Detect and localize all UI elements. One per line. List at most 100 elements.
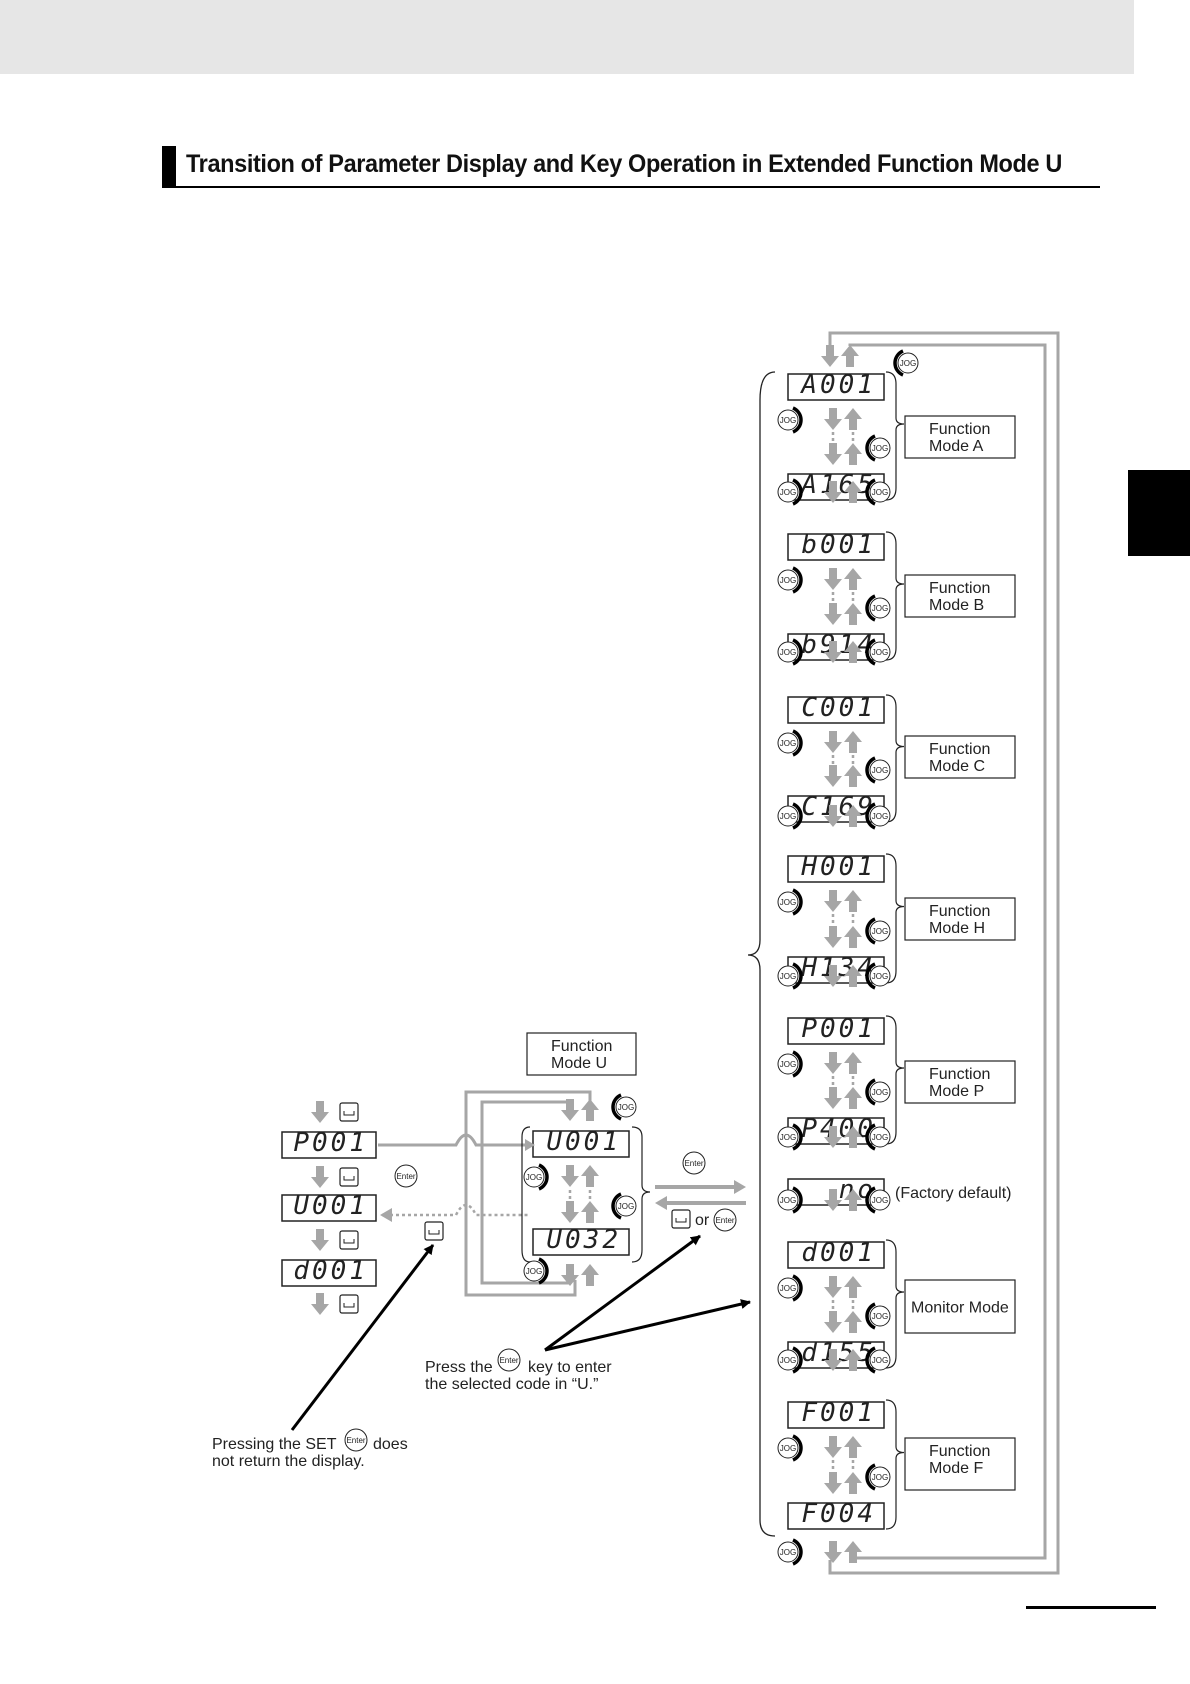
jog-arc xyxy=(865,1078,876,1106)
up-arrow xyxy=(844,1052,862,1074)
up-arrow xyxy=(581,1165,599,1187)
lcd-frame xyxy=(281,1194,377,1222)
up-arrow xyxy=(844,1189,862,1211)
lcd-value: d001 xyxy=(801,1238,876,1268)
jog-circle xyxy=(777,1277,799,1299)
mode-key-icon xyxy=(339,1230,359,1250)
jog-label: JOG xyxy=(872,1088,888,1097)
note-pressing-set: not return the display. xyxy=(212,1453,365,1470)
note-pressing-set: does xyxy=(373,1436,408,1453)
down-arrow xyxy=(311,1166,329,1188)
jog-label: JOG xyxy=(872,604,888,613)
jog-label: JOG xyxy=(872,1196,888,1205)
down-arrow xyxy=(824,603,842,625)
lcd-display: A001 xyxy=(787,370,885,401)
jog-key-icon: JOG xyxy=(865,756,891,784)
jog-circle xyxy=(869,1305,891,1327)
jog-key-icon: JOG xyxy=(777,478,803,506)
jog-arc xyxy=(865,1186,876,1214)
jog-arc xyxy=(792,802,803,830)
jog-label: JOG xyxy=(780,812,796,821)
jog-label: JOG xyxy=(780,1356,796,1365)
jog-circle xyxy=(869,965,891,987)
lcd-display: b001 xyxy=(787,530,885,561)
jog-circle xyxy=(615,1195,637,1217)
label-frame xyxy=(904,1437,1016,1491)
jog-arc xyxy=(865,1302,876,1330)
up-arrow xyxy=(581,1201,599,1223)
section-heading: Transition of Parameter Display and Key … xyxy=(162,146,1100,188)
to-mode-u-line xyxy=(378,1133,530,1147)
label-frame xyxy=(904,735,1016,779)
down-arrow xyxy=(824,1126,842,1148)
jog-key-icon: JOG xyxy=(865,917,891,945)
group-brace xyxy=(885,694,905,823)
header-band xyxy=(0,0,1134,74)
jog-key-icon: JOG xyxy=(777,1186,803,1214)
lcd-value: b001 xyxy=(801,530,876,560)
lcd-frame xyxy=(532,1130,630,1158)
lcd-value: H001 xyxy=(800,852,876,882)
jog-key-icon: JOG xyxy=(865,638,891,666)
jog-key-icon: JOG xyxy=(893,349,919,377)
up-arrow xyxy=(581,1099,599,1121)
jog-label: JOG xyxy=(780,1060,796,1069)
lcd-display: F004 xyxy=(787,1499,885,1530)
jog-label: JOG xyxy=(780,488,796,497)
jog-circle xyxy=(869,1349,891,1371)
down-arrow xyxy=(824,965,842,987)
mode-key-icon xyxy=(339,1102,359,1122)
jog-key-icon: JOG xyxy=(865,962,891,990)
up-arrow xyxy=(844,1541,862,1563)
jog-label: JOG xyxy=(872,1356,888,1365)
jog-circle xyxy=(777,569,799,591)
jog-arc xyxy=(792,729,803,757)
jog-key-icon: JOG xyxy=(777,729,803,757)
mode-key-frame xyxy=(671,1209,691,1229)
jog-circle xyxy=(615,1096,637,1118)
loop-line-inner xyxy=(848,343,1047,1560)
jog-label: JOG xyxy=(780,576,796,585)
jog-circle xyxy=(869,1081,891,1103)
jog-label: JOG xyxy=(872,766,888,775)
jog-arc xyxy=(893,349,904,377)
jog-arc xyxy=(792,1434,803,1462)
or-text: or xyxy=(695,1212,710,1229)
lcd-display: P001 xyxy=(787,1014,885,1045)
mode-u-brace-left xyxy=(521,1126,531,1263)
jog-arc xyxy=(792,1186,803,1214)
jog-circle xyxy=(869,481,891,503)
down-arrow xyxy=(824,1541,842,1563)
jog-key-icon: JOG xyxy=(777,1274,803,1302)
label-frame xyxy=(904,415,1016,459)
heading-text: Transition of Parameter Display and Key … xyxy=(186,150,1062,178)
down-arrow xyxy=(824,1349,842,1371)
jog-arc xyxy=(792,1538,803,1566)
jog-circle xyxy=(869,1189,891,1211)
lcd-frame xyxy=(787,1401,885,1429)
jog-key-icon: JOG xyxy=(865,802,891,830)
jog-key-icon: JOG xyxy=(865,434,891,462)
enter-label: Enter xyxy=(346,1436,365,1445)
jog-label: JOG xyxy=(872,648,888,657)
down-arrow xyxy=(561,1165,579,1187)
up-arrow xyxy=(844,1472,862,1494)
jog-key-icon: JOG xyxy=(777,1050,803,1078)
jog-circle xyxy=(523,1260,545,1282)
note-press-enter: Press the xyxy=(425,1359,493,1376)
down-arrow xyxy=(561,1099,579,1121)
up-arrow xyxy=(844,1276,862,1298)
down-arrow xyxy=(561,1264,579,1286)
lcd-frame xyxy=(787,855,885,883)
mode-key-icon xyxy=(671,1209,691,1229)
enter-key-icon: Enter xyxy=(682,1151,706,1175)
jog-key-icon: JOG xyxy=(865,1123,891,1151)
down-arrow xyxy=(824,805,842,827)
